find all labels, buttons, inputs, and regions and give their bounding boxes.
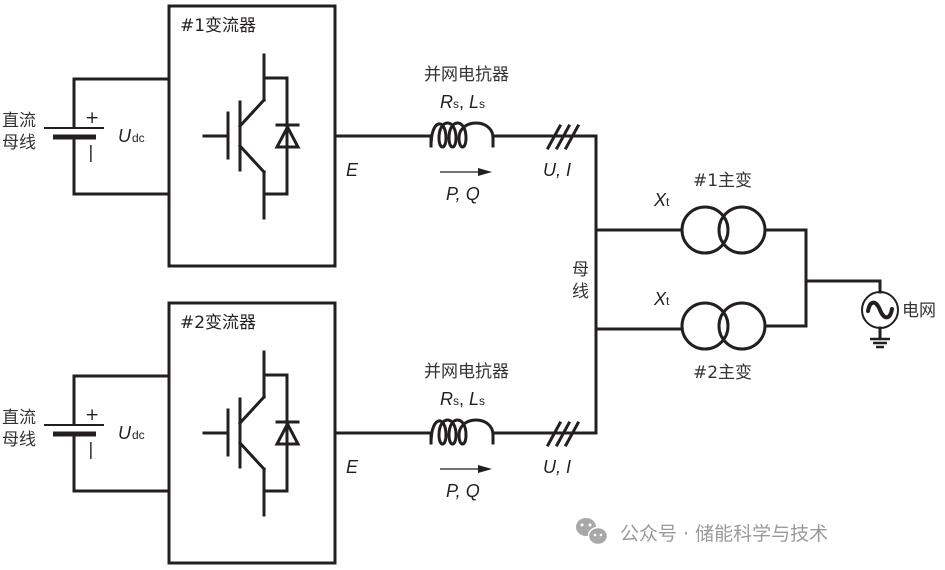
three-phase-marks-icon (545, 420, 581, 448)
dc-voltage-label: Udc (118, 423, 145, 443)
diode-icon (274, 123, 301, 149)
output-voltage-label: E (346, 457, 359, 477)
plus-sign: + (85, 405, 99, 425)
inductor-icon (429, 418, 598, 446)
ac-source-icon (861, 291, 899, 329)
transformer-2-reactance: Xt (653, 289, 670, 309)
grid: 电网 (804, 279, 936, 349)
grid-wire (804, 279, 882, 294)
igbt-icon (202, 53, 289, 220)
dc-bus-label-line2: 母线 (2, 133, 36, 153)
bus-label-line2: 线 (572, 282, 589, 302)
reactor-params: Rs, Ls (440, 92, 485, 112)
transformer-icon (680, 205, 767, 255)
transformer-1-label: #1主变 (693, 171, 752, 191)
dc-voltage-label: Udc (118, 126, 145, 146)
watermark-text: 公众号 · 储能科学与技术 (620, 523, 828, 545)
dc-bus-label-line1: 直流 (2, 111, 36, 131)
power-flow-label: P, Q (446, 481, 480, 501)
dc-bus-label-line2: 母线 (2, 430, 36, 450)
diode-icon (274, 420, 301, 446)
plus-sign: + (85, 108, 99, 128)
wechat-icon (576, 518, 609, 546)
reactor-params: Rs, Ls (440, 389, 485, 409)
transformer-icon (680, 301, 767, 351)
transformer-2: #2主变 Xt (594, 279, 808, 383)
converter-2: #2变流器 + | 直流 母线 Udc E (2, 301, 598, 565)
reactor-label: 并网电抗器 (424, 65, 509, 85)
power-flow-label: P, Q (446, 184, 480, 204)
measurement-label: U, I (543, 457, 571, 477)
dc-positive-wire (72, 374, 171, 417)
power-flow-arrow-icon (440, 168, 492, 176)
watermark: 公众号 · 储能科学与技术 (576, 518, 828, 546)
dc-negative-wire (72, 146, 171, 196)
transformer-2-label: #2主变 (693, 363, 752, 383)
converter-1-box (167, 4, 337, 268)
dc-negative-wire (72, 443, 171, 493)
transformer-1-reactance: Xt (653, 190, 670, 210)
transformer-1: #1主变 Xt (594, 171, 808, 283)
power-flow-arrow-icon (440, 465, 492, 473)
inductor-icon (429, 121, 598, 149)
dc-bus-label-line1: 直流 (2, 408, 36, 428)
converter-2-box (167, 301, 337, 565)
bus-label-line1: 母 (572, 260, 589, 280)
output-voltage-label: E (346, 160, 359, 180)
transformer-1-secondary-wire (763, 228, 808, 283)
grid-label: 电网 (902, 301, 936, 321)
minus-sign: | (88, 440, 94, 460)
converter-1-label: #1变流器 (180, 16, 256, 36)
converter-2-label: #2变流器 (180, 313, 256, 333)
minus-sign: | (88, 143, 94, 163)
dc-positive-wire (72, 77, 171, 120)
igbt-icon (202, 350, 289, 517)
ground-icon (870, 326, 890, 349)
transformer-2-secondary-wire (763, 279, 808, 328)
reactor-label: 并网电抗器 (424, 362, 509, 382)
measurement-label: U, I (543, 160, 571, 180)
three-phase-marks-icon (545, 123, 581, 151)
capacitor-icon (44, 118, 104, 148)
converter-1: #1变流器 + | 直流 母线 Udc (2, 4, 598, 268)
capacitor-icon (44, 415, 104, 445)
